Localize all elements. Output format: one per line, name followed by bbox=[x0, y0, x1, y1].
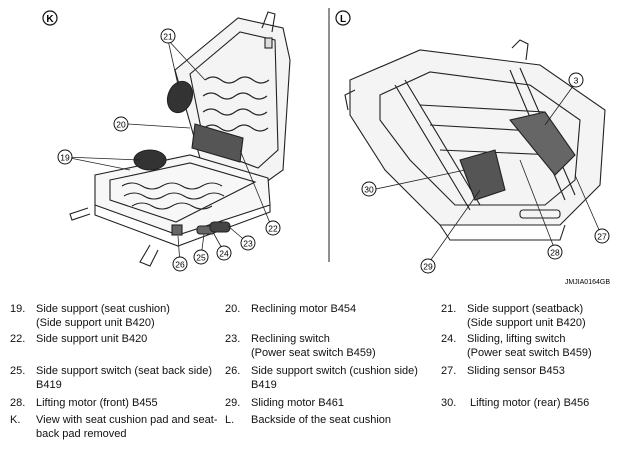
legend: 19. Side support (seat cushion) (Side su… bbox=[10, 303, 592, 440]
panel-k-label: K bbox=[42, 10, 58, 26]
svg-text:L: L bbox=[340, 14, 346, 25]
svg-text:21: 21 bbox=[163, 32, 173, 42]
callout-22: 22 bbox=[265, 220, 281, 236]
callout-28: 28 bbox=[547, 244, 563, 260]
seat-frame-drawing bbox=[69, 11, 291, 267]
callout-30: 30 bbox=[361, 181, 377, 197]
callout-26: 26 bbox=[172, 256, 188, 272]
svg-text:28: 28 bbox=[550, 248, 560, 258]
svg-text:20: 20 bbox=[116, 120, 126, 130]
panel-l-leaders bbox=[375, 81, 601, 265]
svg-text:25: 25 bbox=[196, 253, 206, 263]
callout-23: 23 bbox=[240, 235, 256, 251]
svg-text:K: K bbox=[46, 14, 54, 25]
callout-3: 3 bbox=[568, 72, 584, 88]
callout-25: 25 bbox=[193, 249, 209, 265]
svg-text:30: 30 bbox=[364, 185, 374, 195]
seat-underside-drawing bbox=[344, 39, 606, 241]
callout-19: 19 bbox=[57, 149, 73, 165]
svg-text:3: 3 bbox=[574, 76, 579, 86]
callout-20: 20 bbox=[113, 116, 129, 132]
svg-text:27: 27 bbox=[597, 232, 607, 242]
callout-24: 24 bbox=[216, 245, 232, 261]
panel-k-leaders bbox=[64, 39, 273, 265]
svg-text:22: 22 bbox=[268, 224, 278, 234]
svg-text:29: 29 bbox=[423, 262, 433, 272]
svg-text:23: 23 bbox=[243, 239, 253, 249]
seat-component-diagram: K L bbox=[42, 8, 610, 286]
callout-29: 29 bbox=[420, 258, 436, 274]
svg-text:24: 24 bbox=[219, 249, 229, 259]
svg-text:19: 19 bbox=[60, 153, 70, 163]
panel-l-label: L bbox=[335, 10, 351, 26]
callout-27: 27 bbox=[594, 228, 610, 244]
drawing-code: JMJIA0164GB bbox=[565, 279, 610, 286]
svg-text:26: 26 bbox=[175, 260, 185, 270]
callout-21: 21 bbox=[160, 28, 176, 44]
